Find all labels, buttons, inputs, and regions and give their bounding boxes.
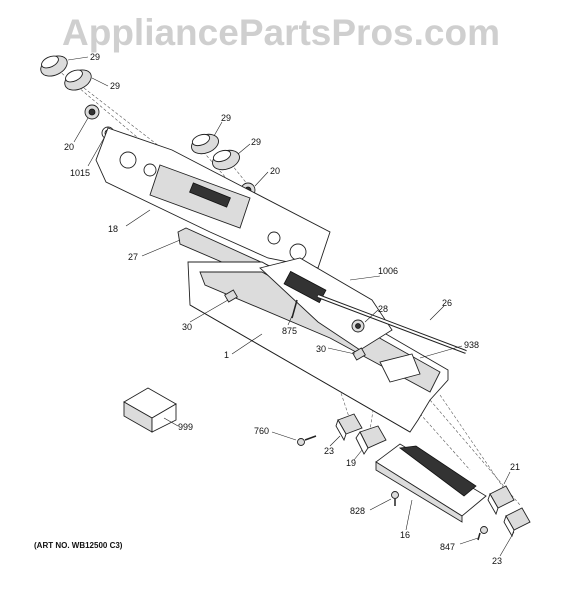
knob-29-a xyxy=(40,55,68,77)
callout-27: 27 xyxy=(128,252,138,262)
callout-20: 20 xyxy=(64,142,74,152)
nut-20-a xyxy=(84,104,100,120)
switch-28 xyxy=(351,319,365,333)
callout-30: 30 xyxy=(316,344,326,354)
callout-29: 29 xyxy=(251,137,261,147)
screw-760 xyxy=(297,435,317,446)
control-panel-18 xyxy=(95,127,331,269)
clip-23-a xyxy=(335,413,363,442)
callout-875: 875 xyxy=(282,326,297,336)
switch-30-a xyxy=(224,289,238,303)
callout-23: 23 xyxy=(324,446,334,456)
callout-29: 29 xyxy=(110,81,120,91)
rod-26 xyxy=(317,294,467,354)
clip-21 xyxy=(487,485,515,516)
box-999 xyxy=(123,387,177,433)
board-16 xyxy=(375,443,487,523)
bracket-938 xyxy=(379,353,421,383)
clip-23-b xyxy=(503,507,531,538)
callout-19: 19 xyxy=(346,458,356,468)
leader-lines xyxy=(67,56,515,557)
callout-938: 938 xyxy=(464,340,479,350)
art-number: (ART NO. WB12500 C3) xyxy=(34,541,123,550)
callout-760: 760 xyxy=(254,426,269,436)
screw-847 xyxy=(477,526,488,541)
callout-18: 18 xyxy=(108,224,118,234)
callout-30: 30 xyxy=(182,322,192,332)
callout-16: 16 xyxy=(400,530,410,540)
knob-29-d xyxy=(212,149,240,171)
clip-19 xyxy=(355,425,387,455)
callout-20: 20 xyxy=(270,166,280,176)
callout-labels: 29 29 20 1015 29 29 20 18 27 1006 28 26 … xyxy=(64,52,520,566)
callout-28: 28 xyxy=(378,304,388,314)
knob-29-b xyxy=(64,69,92,91)
callout-1006: 1006 xyxy=(378,266,398,276)
callout-29: 29 xyxy=(90,52,100,62)
callout-828: 828 xyxy=(350,506,365,516)
watermark: AppliancePartsPros.com xyxy=(62,12,500,53)
callout-1: 1 xyxy=(224,350,229,360)
callout-29: 29 xyxy=(221,113,231,123)
knob-29-c xyxy=(191,133,219,155)
callout-1015: 1015 xyxy=(70,168,90,178)
callout-21: 21 xyxy=(510,462,520,472)
screw-828 xyxy=(391,491,399,506)
callout-23: 23 xyxy=(492,556,502,566)
callout-999: 999 xyxy=(178,422,193,432)
switch-30-b xyxy=(352,347,366,361)
screw-875 xyxy=(291,299,298,319)
callout-26: 26 xyxy=(442,298,452,308)
callout-847: 847 xyxy=(440,542,455,552)
